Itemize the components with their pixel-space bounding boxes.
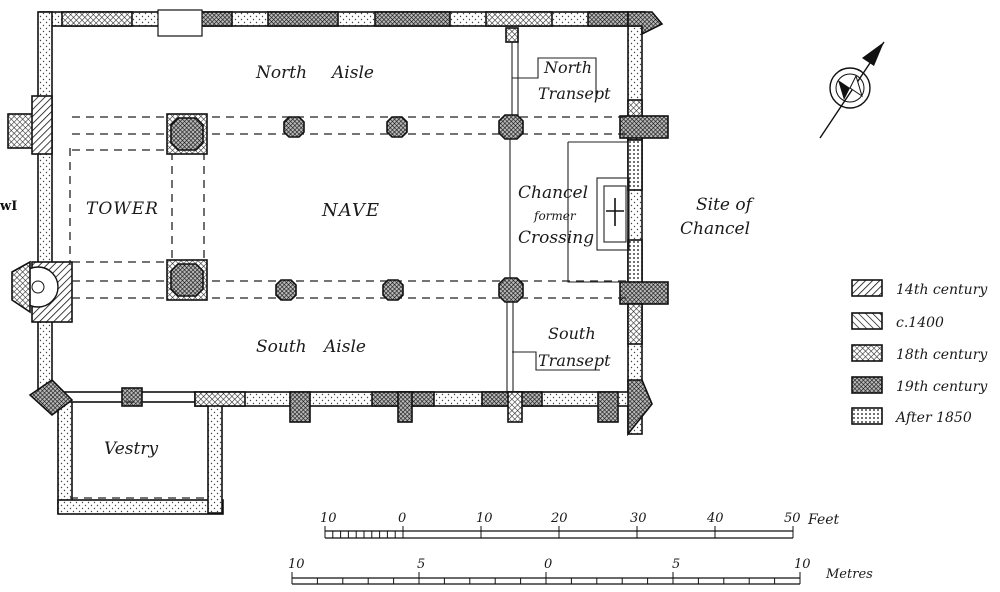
south-aisle-label-2: Aisle bbox=[322, 337, 366, 357]
north-aisle-label-2: Aisle bbox=[330, 63, 374, 83]
tower-label: TOWER bbox=[86, 199, 159, 219]
room-labels: North Aisle North Transept TOWER NAVE Ch… bbox=[0, 58, 755, 459]
feet-scale: 10 0 10 20 30 40 50 Feet bbox=[320, 511, 840, 539]
feet-tick-label: 20 bbox=[550, 511, 568, 526]
feet-tick-label: 10 bbox=[320, 511, 337, 526]
west-mark-label: wI bbox=[0, 199, 17, 214]
east-wall-buttresses bbox=[619, 11, 669, 437]
tower-piers bbox=[166, 113, 208, 301]
metres-scale: 10 5 0 5 10 Metres bbox=[288, 557, 873, 585]
north-transept-label: North bbox=[543, 58, 592, 77]
svg-text:c.1400: c.1400 bbox=[896, 315, 944, 331]
legend-item: 14th century bbox=[851, 279, 988, 298]
metres-tick-label: 10 bbox=[288, 557, 305, 572]
south-transept-label: South bbox=[548, 324, 596, 343]
north-arrow-icon bbox=[819, 41, 885, 139]
metres-tick-label: 5 bbox=[672, 557, 680, 572]
south-aisle-label: South bbox=[256, 337, 307, 357]
legend: 14th century c.1400 18th century 19th ce… bbox=[851, 279, 988, 426]
metres-tick-label: 5 bbox=[417, 557, 425, 572]
nave-label: NAVE bbox=[321, 200, 380, 221]
vestry-label: Vestry bbox=[104, 439, 158, 459]
site-of-label: Site of bbox=[696, 195, 755, 215]
south-wall-patches bbox=[121, 387, 619, 423]
feet-tick-label: 0 bbox=[398, 511, 406, 526]
feet-tick-label: 10 bbox=[476, 511, 493, 526]
nave-piers bbox=[275, 27, 524, 303]
metres-tick-label: 0 bbox=[544, 557, 552, 572]
legend-item: 18th century bbox=[851, 344, 988, 363]
feet-tick-label: 40 bbox=[706, 511, 724, 526]
metres-tick-label: 10 bbox=[794, 557, 811, 572]
west-porch bbox=[7, 95, 74, 417]
feet-unit-label: Feet bbox=[807, 512, 840, 528]
site-chancel-label: Chancel bbox=[680, 219, 750, 239]
chancel-label: Chancel bbox=[518, 183, 588, 203]
north-aisle-label: North bbox=[255, 63, 307, 83]
legend-item: c.1400 bbox=[851, 312, 944, 331]
chancel-area bbox=[512, 57, 630, 371]
south-transept-label-2: Transept bbox=[538, 351, 611, 370]
metres-unit-label: Metres bbox=[825, 567, 873, 582]
north-wall-patches bbox=[61, 9, 629, 37]
svg-text:After 1850: After 1850 bbox=[894, 410, 972, 426]
legend-item: 19th century bbox=[851, 376, 988, 395]
chancel-crossing-label: Crossing bbox=[518, 228, 594, 248]
svg-text:18th century: 18th century bbox=[896, 347, 988, 363]
arcade-lines bbox=[69, 28, 628, 499]
legend-item: After 1850 bbox=[851, 407, 972, 426]
svg-text:19th century: 19th century bbox=[896, 379, 988, 395]
chancel-former-label: former bbox=[533, 209, 577, 223]
north-transept-label-2: Transept bbox=[538, 84, 611, 103]
feet-tick-label: 30 bbox=[630, 511, 647, 526]
svg-text:14th century: 14th century bbox=[896, 282, 988, 298]
feet-tick-label: 50 bbox=[784, 511, 801, 526]
